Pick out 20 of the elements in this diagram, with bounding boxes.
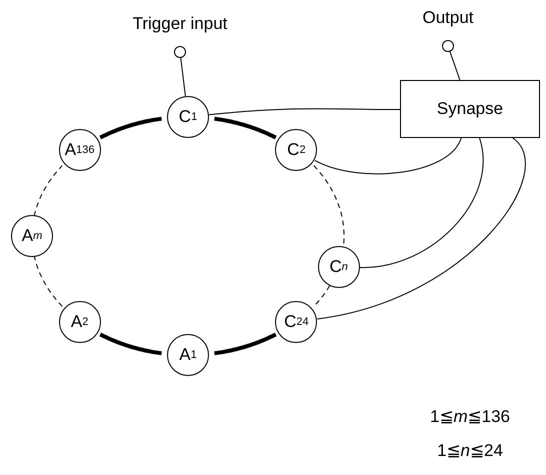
thick-connection [99,332,162,356]
range-note: 1≦n≦24 [437,440,503,461]
thick-connection [214,332,277,356]
connection-line [359,138,484,268]
dashed-connection [313,285,330,307]
synapse-box: Synapse [400,80,540,138]
connection-line [208,108,400,116]
terminal-circle [174,46,186,58]
dashed-connection [34,256,63,307]
dashed-connection [34,165,63,216]
range-note: 1≦m≦136 [430,406,510,427]
thick-connection [99,116,162,140]
thick-connection [214,116,277,140]
terminal-label: Output [422,8,474,28]
connection-line [314,138,462,174]
terminal-label: Trigger input [132,14,228,34]
terminal-circle [442,40,454,52]
connection-line [316,138,526,320]
connection-line [180,57,186,97]
connection-line [449,51,460,80]
